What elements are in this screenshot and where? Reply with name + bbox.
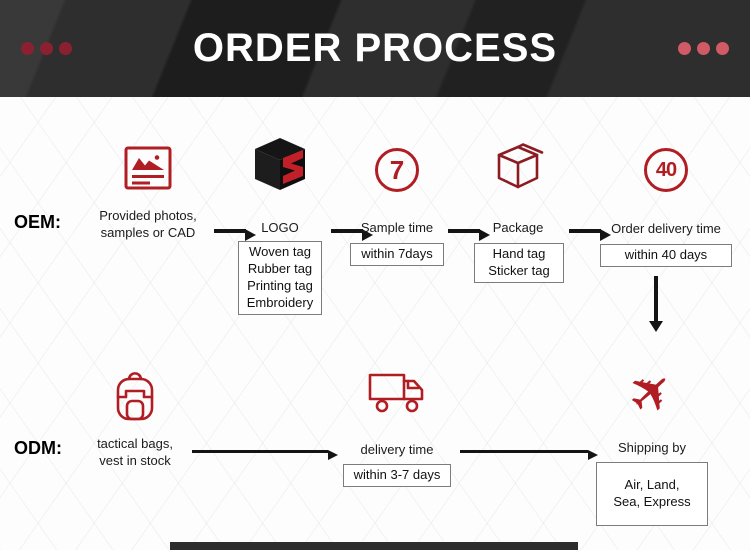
oem-step-delivery-box: within 40 days <box>600 244 732 267</box>
arrow-right-icon <box>569 229 611 241</box>
page-title: ORDER PROCESS <box>192 26 558 70</box>
forty-day-number: 40 <box>655 158 677 181</box>
odm-step-shipping-title: Shipping by <box>618 440 686 455</box>
odm-step-stock-title: tactical bags, vest in stock <box>97 436 173 468</box>
backpack-icon <box>116 372 154 421</box>
brand-logo-icon <box>255 138 305 190</box>
decorative-dots-right-icon <box>675 42 732 60</box>
arrow-right-icon <box>192 449 338 460</box>
oem-step-sample-box: within 7days <box>350 243 444 266</box>
odm-step-delivery-box: within 3-7 days <box>343 464 451 487</box>
delivery-truck-icon <box>368 373 424 413</box>
oem-step-logo-box: Woven tag Rubber tag Printing tag Embroi… <box>238 241 322 315</box>
decorative-dots-left-icon <box>18 42 75 60</box>
oem-step-sample-title: Sample time <box>360 220 434 235</box>
airplane-glyph: ✈ <box>613 354 690 432</box>
arrow-right-icon <box>448 229 490 241</box>
package-box-icon <box>497 143 544 189</box>
header-banner: ORDER PROCESS <box>0 0 750 97</box>
odm-step-shipping-box: Air, Land, Sea, Express <box>596 462 708 526</box>
arrow-right-icon <box>214 229 256 241</box>
oem-step-provided-title: Provided photos, samples or CAD <box>99 208 197 240</box>
odm-row-label: ODM: <box>14 438 62 458</box>
oem-row-label: OEM: <box>14 212 61 232</box>
seven-day-badge-icon: 7 <box>375 148 419 192</box>
arrow-right-icon <box>460 449 598 460</box>
oem-step-delivery-title: Order delivery time <box>611 221 721 236</box>
oem-step-package-box: Hand tag Sticker tag <box>474 243 564 283</box>
oem-step-logo-title: LOGO <box>261 220 299 235</box>
seven-day-number: 7 <box>389 154 405 185</box>
forty-day-badge-icon: 40 <box>644 148 688 192</box>
bottom-accent-bar <box>170 542 578 550</box>
odm-step-delivery-title: delivery time <box>360 442 434 457</box>
oem-step-package-title: Package <box>492 220 544 235</box>
arrow-down-icon <box>654 276 658 322</box>
photo-sample-icon <box>124 146 172 190</box>
airplane-icon: ✈ <box>614 354 690 431</box>
arrow-right-icon <box>331 229 373 241</box>
